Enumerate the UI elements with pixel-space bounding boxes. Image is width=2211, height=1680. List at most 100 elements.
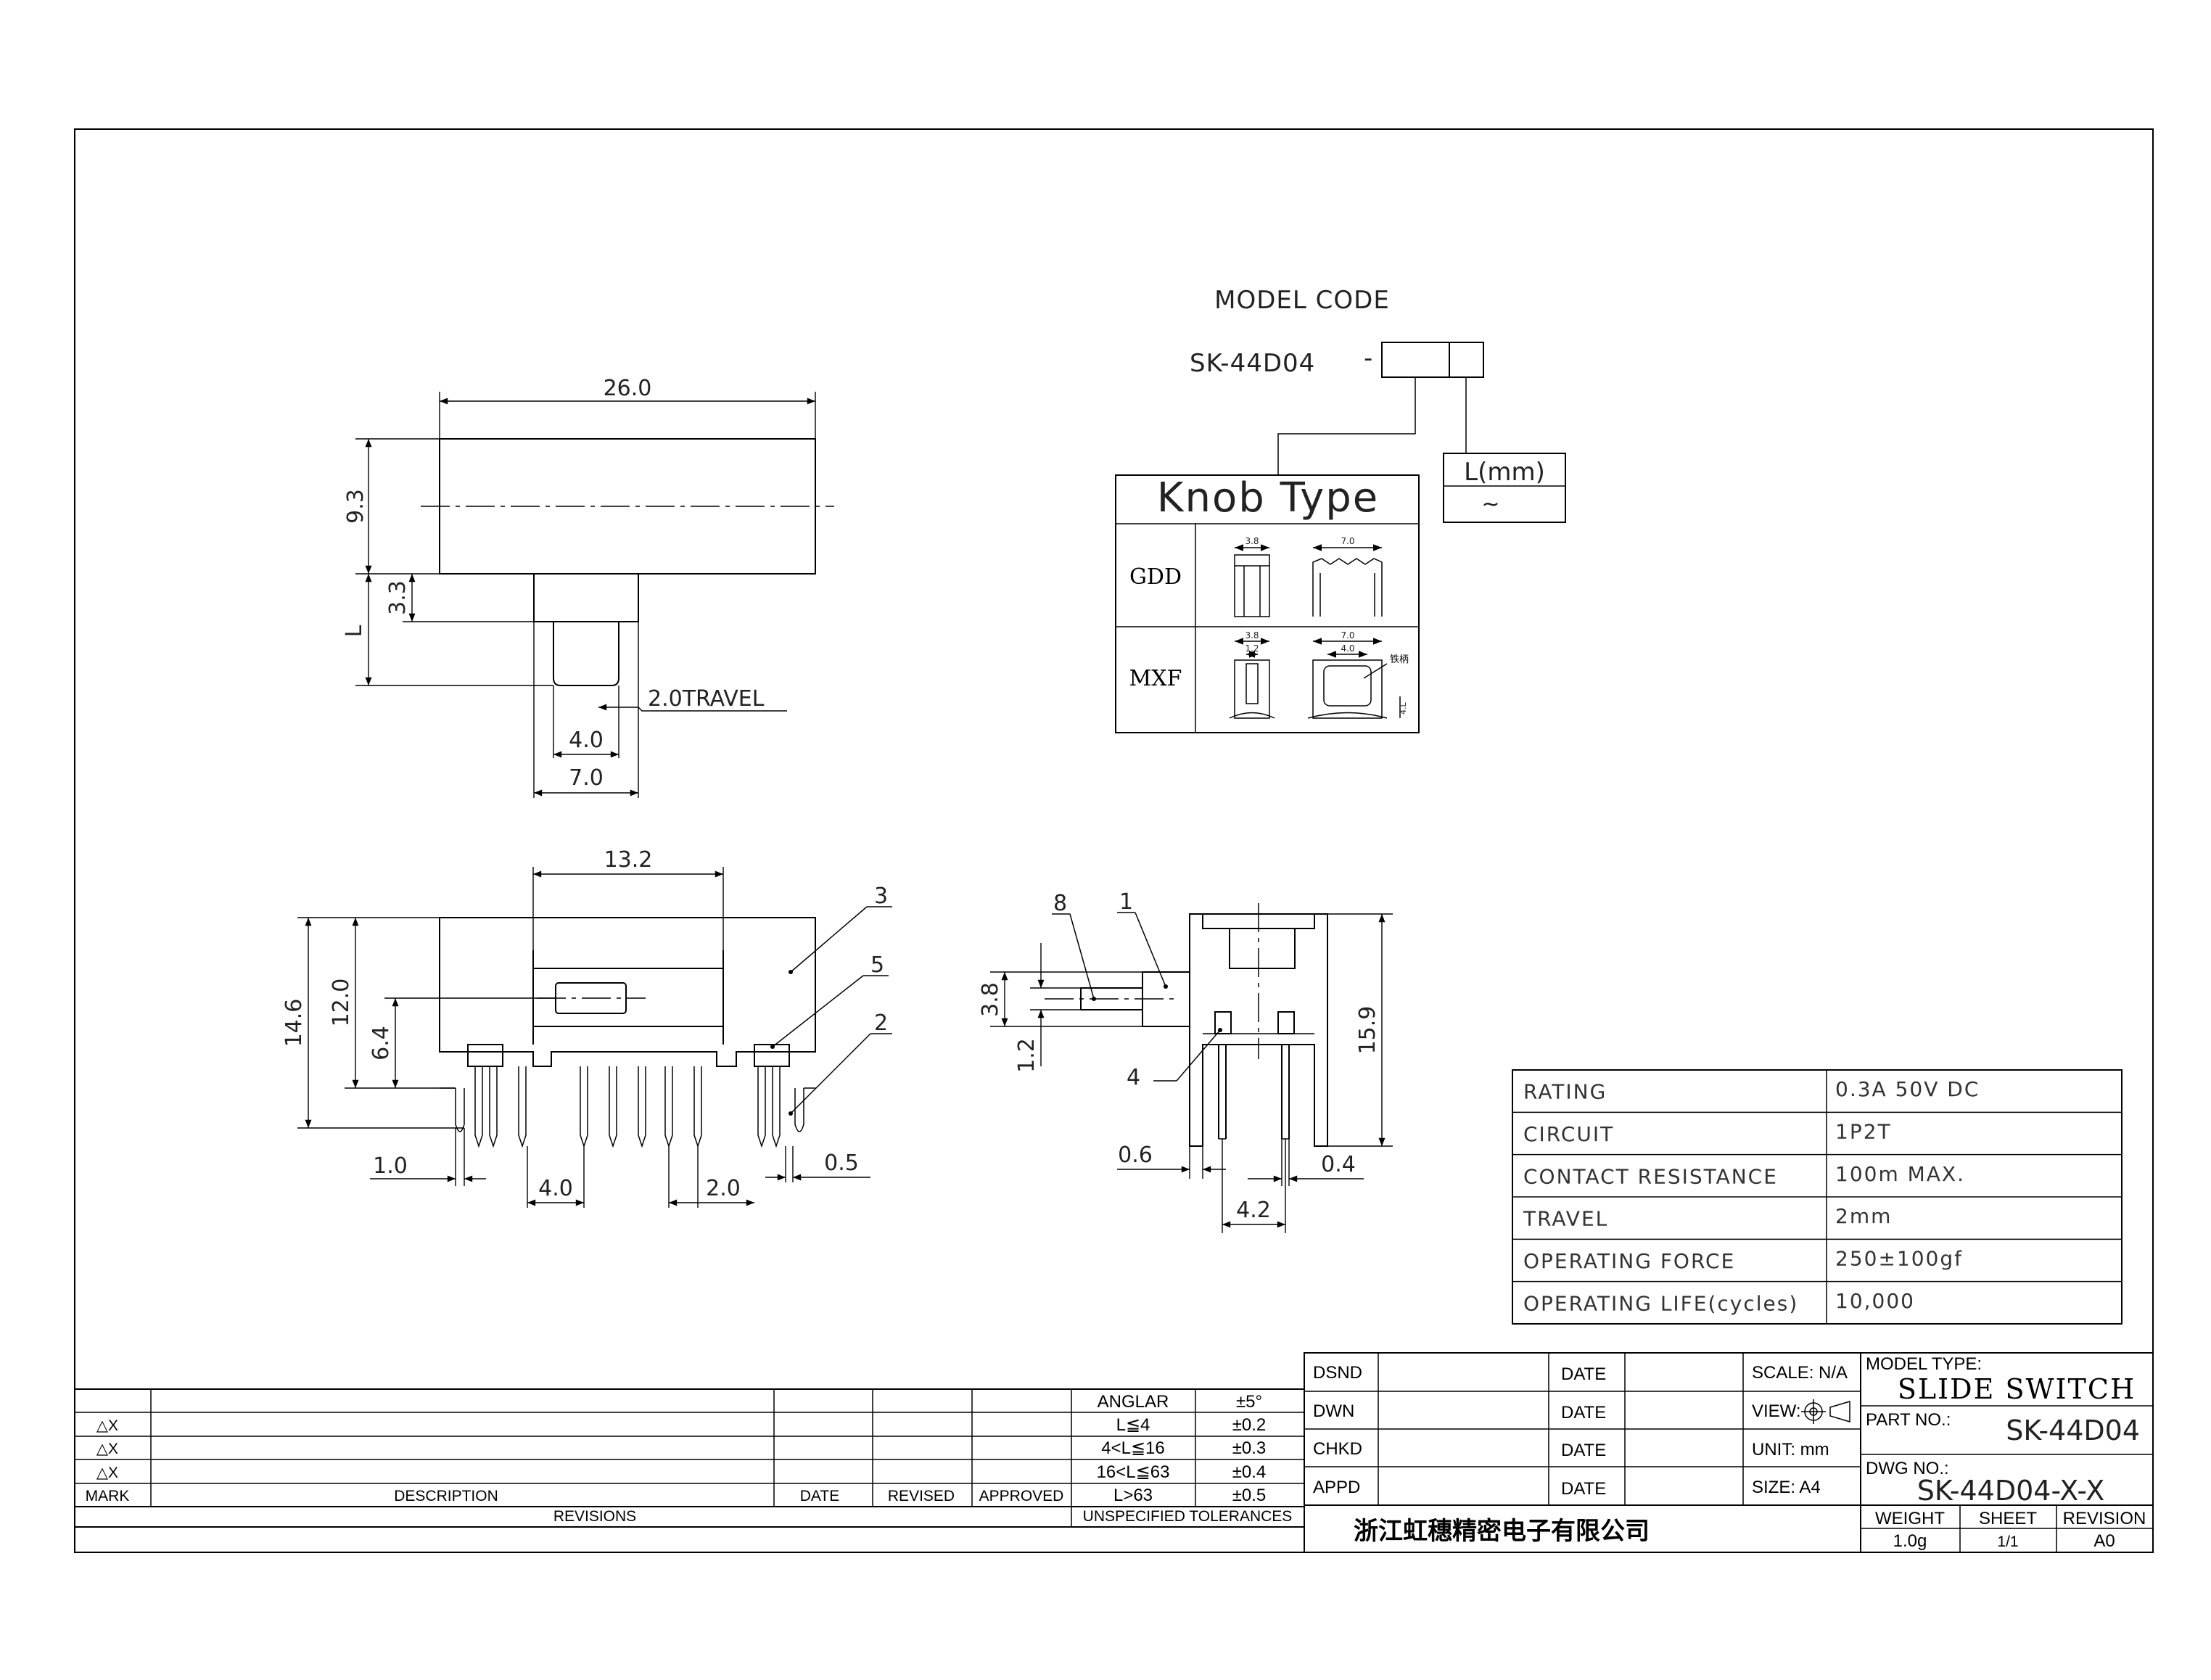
dim-3-3: 3.3 xyxy=(385,580,411,615)
scale-label: SCALE: N/A xyxy=(1752,1363,1848,1383)
dim-4-0: 4.0 xyxy=(569,728,604,753)
dwg-no-value: SK-44D04-X-X xyxy=(1917,1475,2105,1507)
dim-4-2: 4.2 xyxy=(1236,1198,1271,1223)
spec-value: 0.3A 50V DC xyxy=(1835,1077,1980,1101)
sheet-border xyxy=(74,128,2154,1553)
svg-text:4.0: 4.0 xyxy=(1341,643,1354,654)
model-type-label: MODEL TYPE: xyxy=(1866,1354,1982,1374)
spec-label: OPERATING LIFE(cycles) xyxy=(1523,1291,1798,1315)
spec-label: CONTACT RESISTANCE xyxy=(1523,1164,1778,1188)
title-block: △X △X △X MARK DESCRIPTION DATE REVISED A… xyxy=(75,1352,2154,1553)
dim-26: 26.0 xyxy=(604,376,652,401)
dim-7-0: 7.0 xyxy=(569,765,604,791)
callout-2: 2 xyxy=(874,1010,888,1036)
model-type-value: SLIDE SWITCH xyxy=(1898,1373,2136,1405)
callout-3: 3 xyxy=(874,884,888,909)
tol-range: 16<L≦63 xyxy=(1097,1462,1170,1482)
top-view: 26.0 9.3 3.3 L 2.0TRAVEL 4.0 7.0 xyxy=(342,376,834,798)
revision-label: REVISION xyxy=(2063,1509,2146,1528)
dim-15-9: 15.9 xyxy=(1355,1006,1380,1055)
spec-value: 250±100gf xyxy=(1835,1247,1963,1271)
rev-footer: REVISIONS xyxy=(553,1508,636,1525)
rev-hdr-approved: APPROVED xyxy=(979,1488,1064,1504)
tol-value: ±0.2 xyxy=(1232,1415,1267,1435)
rev-hdr-revised: REVISED xyxy=(888,1488,955,1504)
sheet-label: SHEET xyxy=(1979,1509,2037,1528)
dim-0-4: 0.4 xyxy=(1321,1152,1356,1177)
svg-text:3.8: 3.8 xyxy=(1245,630,1259,641)
knob-gdd-label: GDD xyxy=(1129,564,1182,590)
spec-value: 1P2T xyxy=(1835,1120,1892,1144)
dwg-no-label: DWG NO.: xyxy=(1866,1459,1949,1478)
callout-8: 8 xyxy=(1053,891,1067,916)
part-no-label: PART NO.: xyxy=(1866,1410,1951,1430)
svg-text:3.8: 3.8 xyxy=(1245,536,1259,546)
tol-footer: UNSPECIFIED TOLERANCES xyxy=(1083,1508,1293,1525)
tol-value: ±0.4 xyxy=(1232,1462,1267,1482)
knob-mxf-label: MXF xyxy=(1129,666,1182,691)
spec-value: 2mm xyxy=(1835,1204,1892,1228)
weight-value: 1.0g xyxy=(1893,1531,1927,1551)
front-view: 13.2 14.6 12.0 6.4 1.0 4.0 2.0 xyxy=(281,847,892,1208)
gdd-knob-sketch: 3.8 7.0 xyxy=(1234,536,1383,617)
side-view: 3.8 1.2 15.9 0.6 0.4 4.2 8 xyxy=(978,889,1393,1233)
knob-type-label: Knob Type xyxy=(1157,474,1379,522)
spec-label: OPERATING FORCE xyxy=(1523,1249,1735,1273)
view-projection-icon xyxy=(1801,1399,1850,1424)
tol-value: ±0.5 xyxy=(1232,1486,1267,1505)
model-code-part: SK-44D04 xyxy=(1190,349,1315,378)
knob-note: 铁柄 xyxy=(1390,654,1409,665)
dim-0-6: 0.6 xyxy=(1118,1142,1153,1168)
model-code-dash: - xyxy=(1364,344,1373,373)
signoff-date-label: DATE xyxy=(1561,1441,1606,1460)
rev-hdr-date: DATE xyxy=(800,1488,839,1504)
dim-travel: 2.0TRAVEL xyxy=(648,686,765,712)
dim-4-0-front: 4.0 xyxy=(538,1176,573,1201)
company-name: 浙江虹穗精密电子有限公司 xyxy=(1354,1517,1650,1546)
signoff-role: DWN xyxy=(1313,1401,1354,1421)
length-table-value: ~ xyxy=(1481,492,1499,517)
revision-value: A0 xyxy=(2093,1531,2115,1551)
signoff-role: APPD xyxy=(1313,1478,1360,1497)
length-table xyxy=(1443,453,1566,523)
front-pins xyxy=(440,1044,815,1132)
dim-12-0: 12.0 xyxy=(329,979,354,1027)
tol-value: ±5° xyxy=(1236,1392,1262,1412)
dim-2-0-front: 2.0 xyxy=(706,1176,741,1201)
callout-4: 4 xyxy=(1127,1065,1140,1090)
tol-range: L>63 xyxy=(1113,1486,1153,1505)
code-box xyxy=(1381,342,1484,378)
dim-13-2: 13.2 xyxy=(604,847,653,873)
rev-hdr-mark: MARK xyxy=(86,1488,130,1504)
dim-1-0: 1.0 xyxy=(373,1153,408,1179)
callout-1: 1 xyxy=(1119,889,1133,915)
knob-type-table xyxy=(1115,474,1420,733)
part-no-value: SK-44D04 xyxy=(2006,1415,2140,1446)
size-label: SIZE: A4 xyxy=(1752,1478,1821,1497)
signoff-date-label: DATE xyxy=(1561,1403,1606,1422)
tol-range: L≦4 xyxy=(1116,1415,1150,1435)
rev-mark-2: △X xyxy=(96,1441,118,1457)
callout-5: 5 xyxy=(870,952,884,978)
rev-hdr-desc: DESCRIPTION xyxy=(394,1488,498,1504)
tol-range: ANGLAR xyxy=(1098,1392,1169,1412)
signoff-role: CHKD xyxy=(1313,1439,1362,1459)
dim-14-6: 14.6 xyxy=(281,999,307,1047)
mxf-knob-sketch: 3.8 1.2 7.0 4.0 铁柄 4.L xyxy=(1229,630,1409,719)
view-label: VIEW: xyxy=(1752,1401,1801,1421)
spec-value: 10,000 xyxy=(1835,1289,1915,1313)
dim-1-2: 1.2 xyxy=(1014,1038,1039,1073)
signoff-date-label: DATE xyxy=(1561,1364,1606,1384)
sheet-value: 1/1 xyxy=(1997,1533,2018,1550)
signoff-role: DSND xyxy=(1313,1363,1362,1383)
rev-mark-1: △X xyxy=(96,1417,118,1434)
dim-3-8: 3.8 xyxy=(978,982,1003,1017)
signoff-date-label: DATE xyxy=(1561,1479,1606,1499)
svg-text:7.0: 7.0 xyxy=(1341,630,1354,641)
dim-L: L xyxy=(342,625,367,637)
rev-mark-3: △X xyxy=(96,1465,118,1481)
unit-label: UNIT: mm xyxy=(1752,1440,1829,1459)
spec-label: RATING xyxy=(1523,1080,1607,1104)
